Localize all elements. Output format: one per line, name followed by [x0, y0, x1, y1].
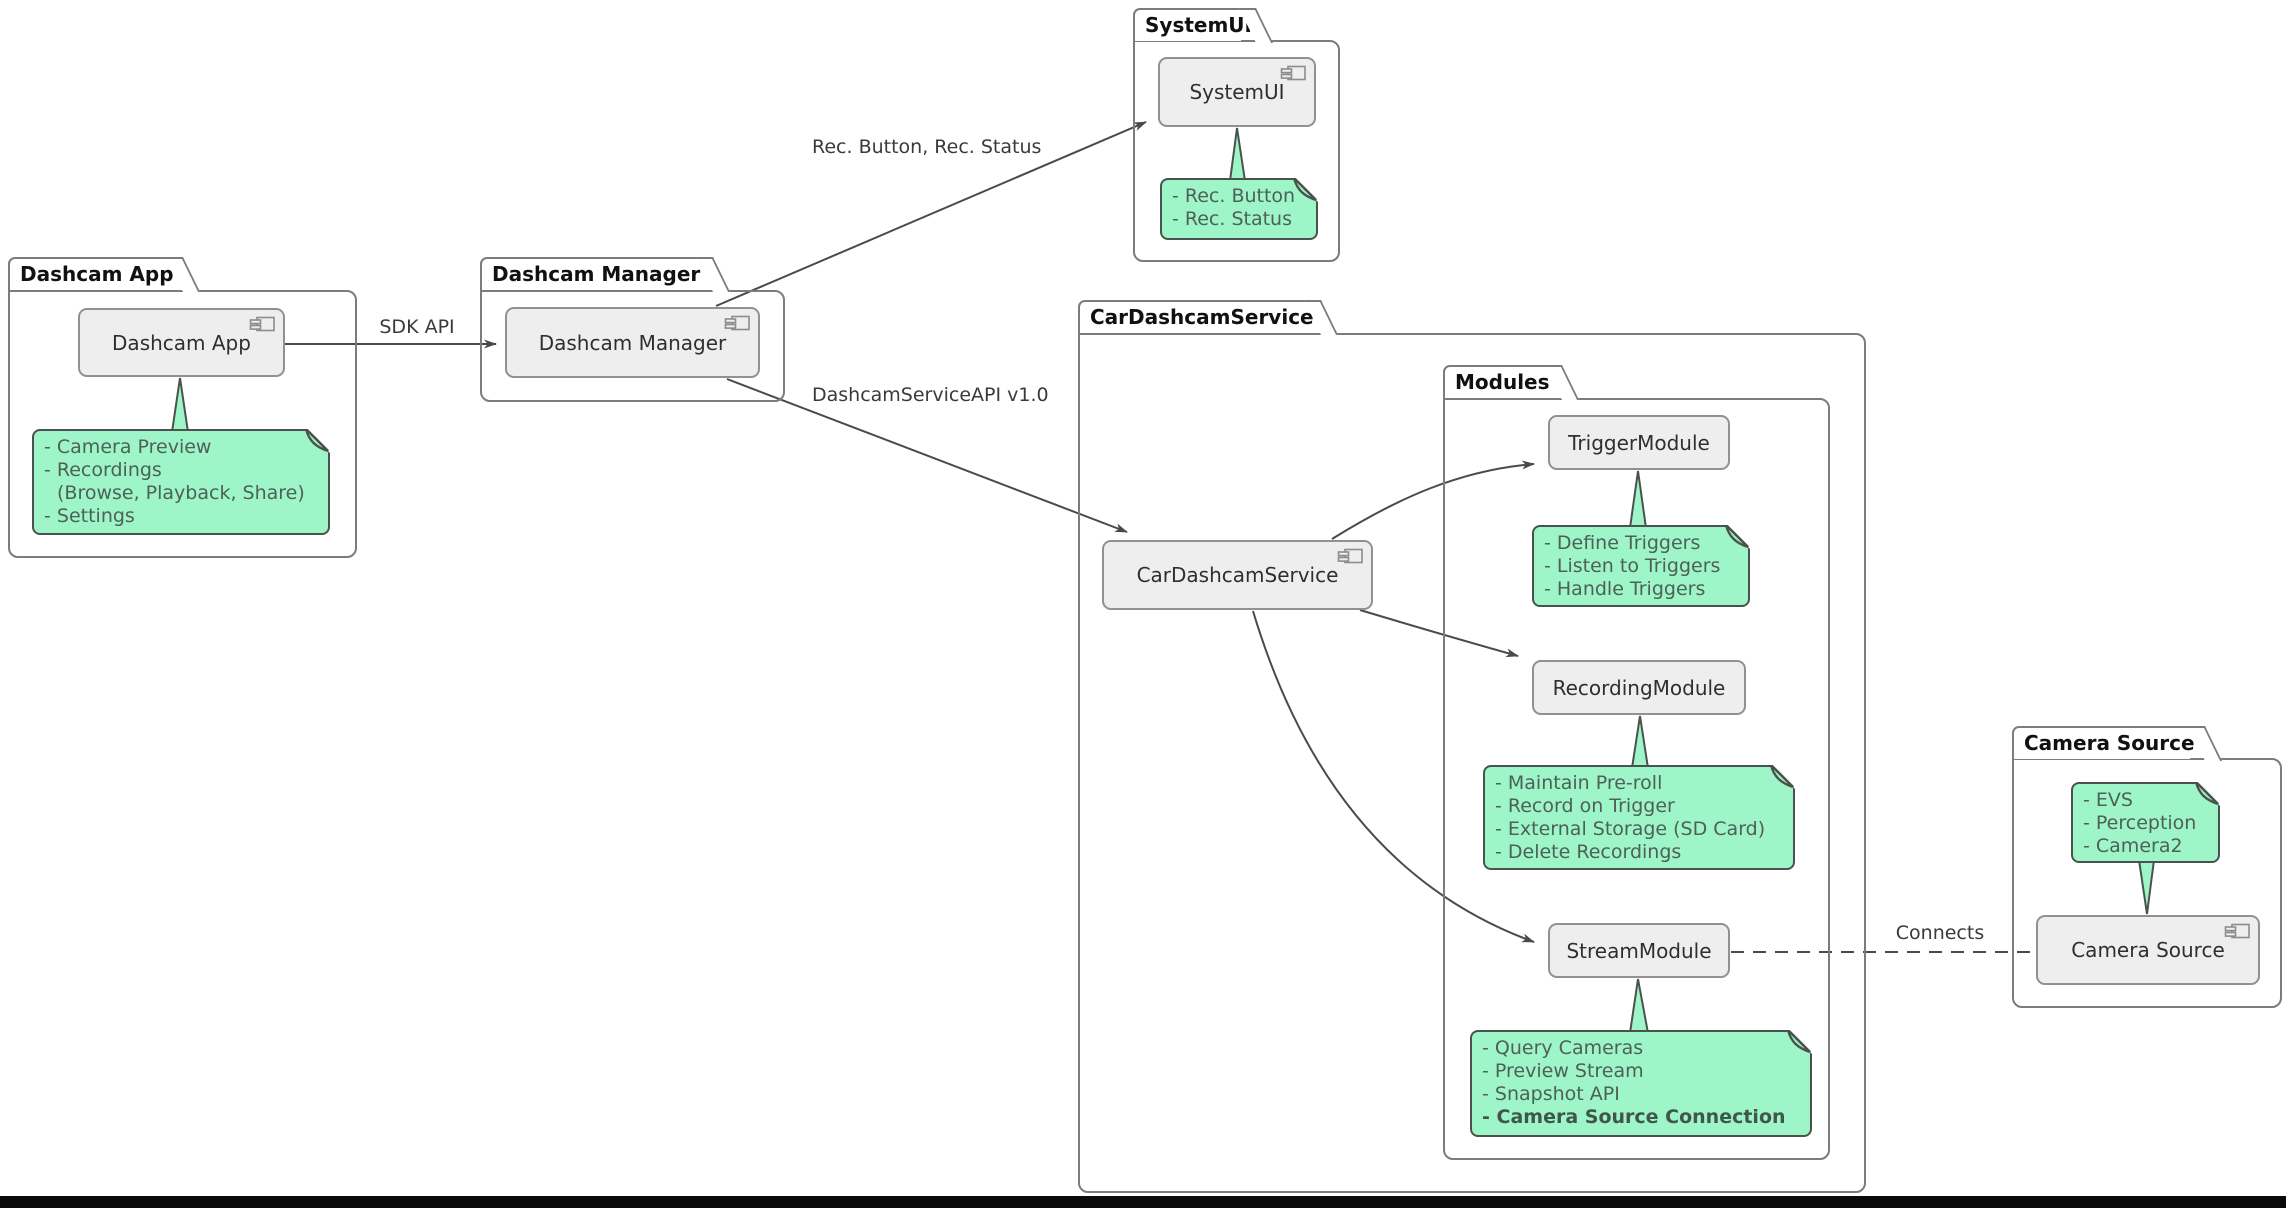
note-line: - Define Triggers	[1544, 532, 1701, 554]
package-cardashcamservice	[1078, 333, 1866, 1193]
note-line: - Recordings	[44, 459, 162, 481]
note-line: - EVS	[2083, 789, 2133, 811]
component-recordingmodule: RecordingModule	[1532, 660, 1746, 715]
note-line: - Listen to Triggers	[1544, 555, 1721, 577]
component-icon	[1280, 65, 1306, 81]
component-dashcam-app: Dashcam App	[78, 308, 285, 377]
note-fold-icon	[1786, 1030, 1812, 1054]
note-line: - Rec. Button	[1172, 185, 1296, 207]
component-streammodule: StreamModule	[1548, 923, 1730, 978]
note-systemui: - Rec. Button - Rec. Status	[1160, 178, 1318, 240]
package-modules	[1443, 398, 1830, 1160]
package-camera-source	[2012, 758, 2282, 1008]
edge-label-sdk-api: SDK API	[379, 316, 455, 338]
package-tab-modules: Modules	[1443, 365, 1550, 398]
component-label: SystemUI	[1189, 80, 1285, 104]
component-icon	[1337, 548, 1363, 564]
edge-to-triggermodule	[1331, 460, 1535, 540]
component-label: Camera Source	[2071, 938, 2225, 962]
note-line: - Rec. Status	[1172, 208, 1293, 230]
package-systemui	[1133, 40, 1340, 262]
component-icon	[724, 315, 750, 331]
edge-dashcam-service-api	[726, 378, 1128, 533]
component-triggermodule: TriggerModule	[1548, 415, 1730, 470]
component-dashcam-manager: Dashcam Manager	[505, 307, 760, 378]
package-tab-cardashcamservice: CarDashcamService	[1078, 300, 1314, 333]
note-dashcam-app: - Camera Preview - Recordings (Browse, P…	[32, 429, 330, 535]
edge-to-recordingmodule	[1359, 609, 1519, 658]
note-streammodule: - Query Cameras - Preview Stream - Snaps…	[1470, 1030, 1812, 1137]
edge-to-streammodule	[1252, 610, 1535, 943]
note-line: - Handle Triggers	[1544, 578, 1706, 600]
component-label: StreamModule	[1566, 938, 1712, 963]
package-tab-dashcam-app: Dashcam App	[8, 257, 174, 290]
note-fold-icon	[2194, 782, 2220, 806]
note-camera-source: - EVS - Perception - Camera2	[2071, 782, 2220, 863]
note-line: - Camera2	[2083, 835, 2183, 857]
note-line: - Record on Trigger	[1495, 795, 1675, 817]
note-line: - Query Cameras	[1482, 1037, 1644, 1059]
component-label: Dashcam App	[112, 330, 251, 355]
note-fold-icon	[1769, 765, 1795, 789]
edge-label-rec-button-status: Rec. Button, Rec. Status	[812, 136, 1042, 158]
note-line: - Camera Preview	[44, 436, 212, 458]
bottom-bar	[0, 1196, 2286, 1208]
note-line: - External Storage (SD Card)	[1495, 818, 1766, 840]
component-systemui: SystemUI	[1158, 57, 1316, 127]
note-fold-icon	[1724, 525, 1750, 549]
component-cardashcamservice: CarDashcamService	[1102, 540, 1373, 610]
component-label: CarDashcamService	[1136, 563, 1339, 587]
component-icon	[2224, 923, 2250, 939]
note-line: - Preview Stream	[1482, 1060, 1644, 1082]
component-label: TriggerModule	[1568, 430, 1710, 455]
note-line: - Perception	[2083, 812, 2197, 834]
package-tab-dashcam-manager: Dashcam Manager	[480, 257, 700, 290]
component-label: Dashcam Manager	[538, 330, 727, 355]
note-line: - Settings	[44, 505, 135, 527]
package-tab-systemui: SystemUI	[1133, 8, 1252, 41]
package-tab-camera-source: Camera Source	[2012, 726, 2195, 759]
note-line: - Camera Source Connection	[1482, 1106, 1786, 1128]
edge-label-dashcam-service-api: DashcamServiceAPI v1.0	[812, 384, 1049, 406]
edge-rec-button-status	[715, 121, 1147, 307]
note-recordingmodule: - Maintain Pre-roll - Record on Trigger …	[1483, 765, 1795, 870]
note-line: - Maintain Pre-roll	[1495, 772, 1663, 794]
package-dashcam-manager	[480, 290, 785, 402]
component-label: RecordingModule	[1552, 675, 1726, 700]
note-line: (Browse, Playback, Share)	[57, 482, 305, 504]
note-fold-icon	[304, 429, 330, 453]
note-line: - Delete Recordings	[1495, 841, 1682, 863]
component-icon	[249, 316, 275, 332]
note-fold-icon	[1292, 178, 1318, 202]
note-line: - Snapshot API	[1482, 1083, 1620, 1105]
component-camera-source: Camera Source	[2036, 915, 2260, 985]
edge-label-connects: Connects	[1895, 922, 1985, 944]
note-triggermodule: - Define Triggers - Listen to Triggers -…	[1532, 525, 1750, 607]
